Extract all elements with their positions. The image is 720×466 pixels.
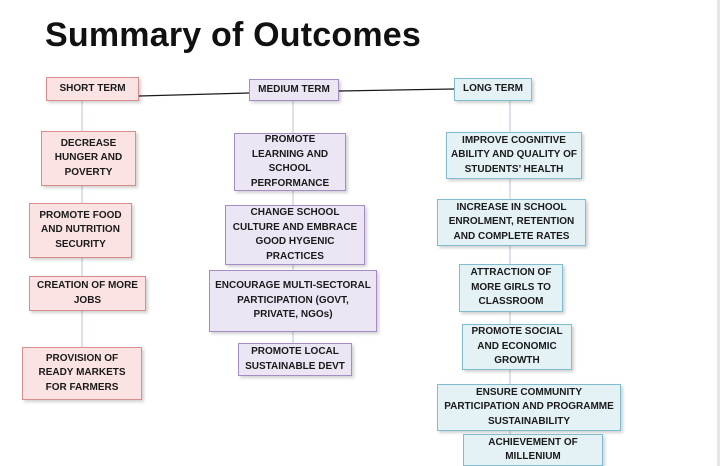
- page-title: Summary of Outcomes: [45, 16, 422, 54]
- outcome-medium-2: CHANGE SCHOOL CULTURE AND EMBRACE GOOD H…: [225, 205, 365, 265]
- connector-medium-long: [338, 88, 455, 92]
- heading-medium-term: MEDIUM TERM: [249, 79, 339, 101]
- slide-edge: [717, 0, 720, 466]
- outcome-short-3: CREATION OF MORE JOBS: [29, 276, 146, 311]
- outcome-long-1: IMPROVE COGNITIVE ABILITY AND QUALITY OF…: [446, 132, 582, 179]
- heading-short-term: SHORT TERM: [46, 77, 139, 101]
- connector-short-medium: [138, 92, 250, 97]
- outcome-long-6: ACHIEVEMENT OF MILLENIUM: [463, 434, 603, 466]
- outcome-short-4: PROVISION OF READY MARKETS FOR FARMERS: [22, 347, 142, 400]
- outcome-medium-4: PROMOTE LOCAL SUSTAINABLE DEVT: [238, 343, 352, 376]
- outcome-short-2: PROMOTE FOOD AND NUTRITION SECURITY: [29, 203, 132, 258]
- outcome-long-4: PROMOTE SOCIAL AND ECONOMIC GROWTH: [462, 324, 572, 370]
- outcome-medium-3: ENCOURAGE MULTI-SECTORAL PARTICIPATION (…: [209, 270, 377, 332]
- outcome-short-1: DECREASE HUNGER AND POVERTY: [41, 131, 136, 186]
- heading-long-term: LONG TERM: [454, 78, 532, 101]
- outcome-long-3: ATTRACTION OF MORE GIRLS TO CLASSROOM: [459, 264, 563, 312]
- outcome-medium-1: PROMOTE LEARNING AND SCHOOL PERFORMANCE: [234, 133, 346, 191]
- outcome-long-2: INCREASE IN SCHOOL ENROLMENT, RETENTION …: [437, 199, 586, 246]
- outcome-long-5: ENSURE COMMUNITY PARTICIPATION AND PROGR…: [437, 384, 621, 431]
